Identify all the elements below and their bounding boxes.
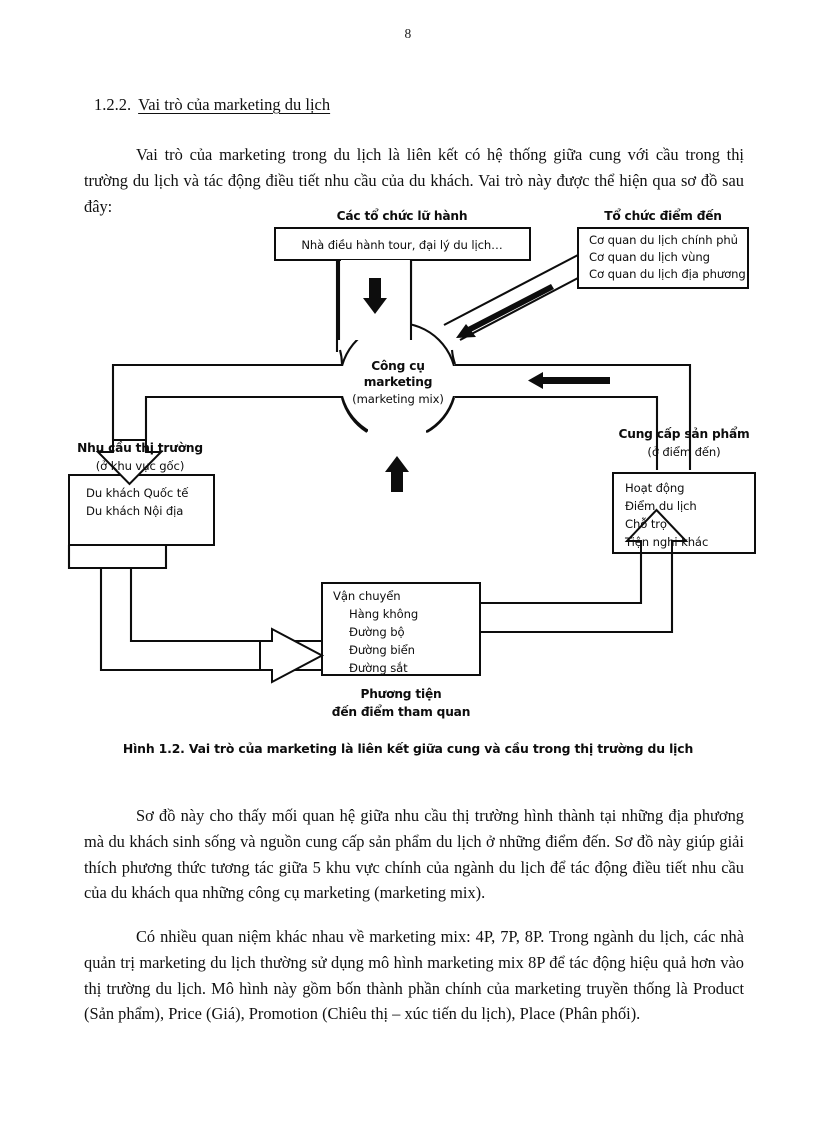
label-market-demand-title: Nhu cầu thị trường — [77, 441, 203, 455]
box-market-demand — [68, 474, 215, 546]
arrow-up-solid — [385, 456, 409, 492]
channel-destination-diagonal-lower — [459, 277, 579, 341]
label-product-supply-item-2: Chỗ trọ — [625, 517, 667, 531]
arc-upper-right — [450, 349, 456, 365]
paragraph-marketing-mix: Có nhiều quan niệm khác nhau về marketin… — [84, 927, 744, 1024]
channel-right-upper — [455, 363, 692, 470]
label-product-supply-item-0: Hoạt động — [625, 481, 684, 495]
label-destination-orgs-item-2: Cơ quan du lịch địa phương — [589, 267, 746, 281]
box-transport — [321, 582, 481, 676]
label-tour-operators-title: Các tổ chức lữ hành — [337, 208, 468, 223]
label-product-supply-title: Cung cấp sản phẩm — [618, 426, 749, 441]
arrow-down-solid — [363, 278, 387, 314]
paragraph-explanation: Sơ đồ này cho thấy mối quan hệ giữa nhu … — [84, 806, 744, 903]
label-transport-item-4: Đường sắt — [349, 661, 408, 675]
arrow-down-hollow-demand — [95, 439, 164, 486]
label-market-demand-subtitle: (ở khu vực gốc) — [96, 459, 185, 473]
paragraph-intro: Vai trò của marketing trong du lịch là l… — [84, 145, 744, 216]
center-label-line2: marketing — [364, 375, 433, 389]
arc-lower-left — [340, 397, 368, 433]
channel-transport-to-supply-upper — [478, 553, 643, 605]
channel-transport-to-supply-lower — [478, 553, 674, 634]
label-transport-item-2: Đường bộ — [349, 625, 404, 639]
channel-left-lower — [144, 395, 342, 440]
arrow-diagonal-shaft — [464, 284, 554, 334]
label-transport-caption-line1: Phương tiện — [360, 687, 441, 701]
label-transport-caption-line2: đến điểm tham quan — [332, 704, 470, 719]
mouth-patch-left — [336, 366, 346, 396]
figure-diagram: Công cụ marketing (marketing mix) Các tổ… — [0, 200, 816, 740]
label-destination-orgs-item-1: Cơ quan du lịch vùng — [589, 250, 710, 264]
label-destination-orgs-item-0: Cơ quan du lịch chính phủ — [589, 233, 738, 247]
center-label-line1: Công cụ — [371, 359, 424, 373]
arc-upper-left — [338, 349, 344, 365]
mouth-patch-bottom — [368, 425, 426, 443]
channel-destination-diagonal-upper — [443, 254, 579, 326]
section-title: Vai trò của marketing du lịch — [138, 95, 331, 114]
label-tour-operators-item-0: Nhà điều hành tour, đại lý du lịch… — [301, 238, 502, 252]
channel-right-lower — [455, 395, 659, 470]
channel-left-upper — [111, 363, 342, 440]
mouth-patch-right — [450, 366, 460, 396]
center-label-line3: (marketing mix) — [352, 392, 444, 406]
arrow-diagonal-head — [456, 324, 476, 338]
box-destination-orgs — [577, 227, 749, 289]
label-destination-orgs-title: Tổ chức điểm đến — [604, 208, 722, 223]
section-number: 1.2.2. — [94, 95, 132, 114]
arc-lower-right — [426, 397, 456, 433]
label-transport-item-0: Vận chuyển — [333, 589, 400, 603]
section-heading: 1.2.2. Vai trò của marketing du lịch — [94, 95, 330, 115]
label-product-supply-subtitle: (ở điểm đến) — [647, 445, 720, 459]
arrow-right-hollow-transport — [259, 627, 325, 684]
label-product-supply-item-1: Điểm du lịch — [625, 499, 697, 513]
label-market-demand-item-1: Du khách Nội địa — [86, 504, 183, 518]
figure-caption: Hình 1.2. Vai trò của marketing là liên … — [122, 741, 694, 756]
label-market-demand-item-0: Du khách Quốc tế — [86, 486, 189, 500]
label-transport-item-1: Hàng không — [349, 607, 418, 621]
arrow-up-hollow-supply — [624, 508, 689, 554]
page-number: 8 — [404, 26, 412, 41]
label-product-supply-item-3: Tiện nghi khác — [624, 535, 708, 549]
channel-demand-to-transport-lower — [99, 545, 384, 672]
arrow-left-solid — [528, 372, 610, 389]
label-transport-item-3: Đường biển — [349, 643, 415, 657]
box-tour-operators — [274, 227, 531, 261]
